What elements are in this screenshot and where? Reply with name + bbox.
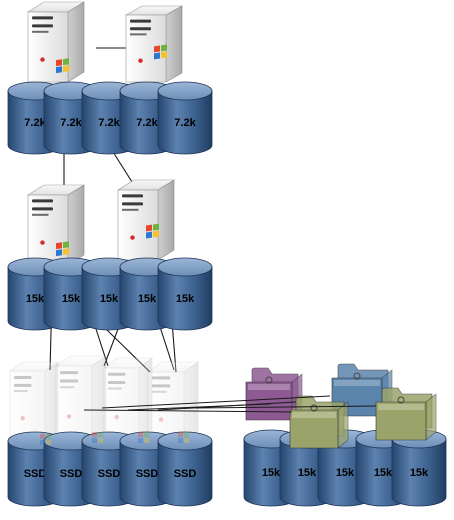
windows-logo-icon bbox=[178, 432, 189, 443]
server-icon bbox=[26, 1, 86, 83]
windows-logo-icon bbox=[56, 58, 69, 74]
disk-label: SSD bbox=[136, 468, 159, 480]
tier-1: 7.2k 7.2k 7.2k 7.2k 7.2k bbox=[7, 81, 213, 155]
disk-label: 15k bbox=[262, 467, 281, 479]
windows-logo-icon bbox=[138, 432, 149, 443]
folder-olive-1-icon bbox=[289, 395, 349, 449]
disk-icon: 15k bbox=[391, 429, 447, 507]
windows-logo-icon bbox=[40, 434, 51, 445]
disk-label: 15k bbox=[176, 293, 195, 305]
disk-label: SSD bbox=[24, 468, 47, 480]
tier-3: SSD SSD SSD SSD SSD bbox=[7, 431, 213, 507]
server-icon bbox=[147, 361, 199, 443]
connection-line bbox=[83, 409, 293, 413]
disk-label: 15k bbox=[138, 293, 157, 305]
connection-line bbox=[195, 405, 377, 409]
disk-label: 15k bbox=[100, 293, 119, 305]
folder-connection-lines bbox=[83, 395, 377, 413]
disk-label: 7.2k bbox=[136, 117, 158, 129]
disk-label: SSD bbox=[174, 468, 197, 480]
disk-label: 15k bbox=[410, 467, 429, 479]
connection-line bbox=[101, 395, 331, 409]
server-icon bbox=[116, 179, 176, 261]
tier-2: 15k 15k 15k 15k 15k bbox=[7, 257, 213, 331]
disk-label: 15k bbox=[62, 293, 81, 305]
server-icon bbox=[124, 5, 184, 83]
disk-label: 7.2k bbox=[98, 117, 120, 129]
windows-logo-icon bbox=[56, 241, 69, 257]
disk-icon: 15k bbox=[157, 257, 213, 331]
server-icon bbox=[9, 361, 59, 441]
connection-line bbox=[157, 401, 297, 411]
folder-olive-2-icon bbox=[375, 387, 437, 441]
disk-icon: 7.2k bbox=[157, 81, 213, 155]
server-icon bbox=[55, 355, 107, 441]
servers bbox=[9, 1, 199, 443]
disk-label: SSD bbox=[60, 468, 83, 480]
disk-label: 7.2k bbox=[174, 117, 196, 129]
disk-icon: SSD bbox=[157, 431, 213, 507]
disk-label: 7.2k bbox=[24, 117, 46, 129]
disk-label: 15k bbox=[26, 293, 45, 305]
server-icon bbox=[26, 184, 86, 266]
disk-label: 15k bbox=[374, 467, 393, 479]
windows-logo-icon bbox=[92, 432, 103, 443]
server-icon bbox=[103, 357, 153, 441]
disk-label: SSD bbox=[98, 468, 121, 480]
windows-logo-icon bbox=[154, 44, 167, 60]
disk-label: 15k bbox=[298, 467, 317, 479]
disk-label: 7.2k bbox=[60, 117, 82, 129]
disk-label: 15k bbox=[336, 467, 355, 479]
windows-logo-icon bbox=[146, 223, 159, 239]
